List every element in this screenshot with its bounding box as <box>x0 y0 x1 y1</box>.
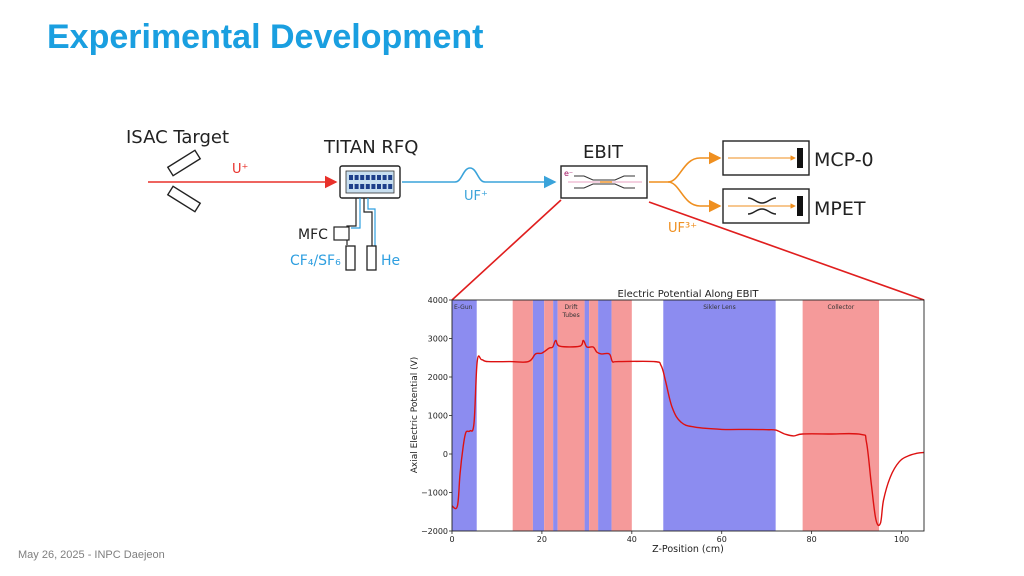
chart-x-tick-label: 20 <box>537 535 547 544</box>
chart-x-tick-label: 80 <box>807 535 817 544</box>
rfq-electrode <box>360 175 365 180</box>
rfq-electrode <box>365 184 370 189</box>
chart-y-tick-label: 1000 <box>428 412 448 421</box>
isac-target-icon <box>166 149 202 213</box>
chart-region-band <box>663 300 776 531</box>
mpet-label: MPET <box>814 198 866 220</box>
beam-u-label: U⁺ <box>232 162 248 177</box>
chart-region-band <box>611 300 632 531</box>
chart-region-band <box>802 300 880 531</box>
mfc-label: MFC <box>298 227 328 243</box>
rfq-electrode <box>354 184 359 189</box>
beam-uf3-label: UF³⁺ <box>668 221 697 236</box>
isac-target-label: ISAC Target <box>126 127 229 148</box>
slide-title: Experimental Development <box>47 18 484 56</box>
chart-region-band <box>512 300 533 531</box>
chart-region-band <box>598 300 612 531</box>
titan-rfq-icon <box>339 165 401 199</box>
rfq-electrode <box>371 175 376 180</box>
rfq-electrode <box>388 184 393 189</box>
chart-y-axis-label: Axial Electric Potential (V) <box>410 357 420 474</box>
rfq-electrode <box>349 175 353 180</box>
chart-region-band <box>553 300 558 531</box>
cf4-sf6-label: CF₄/SF₆ <box>290 253 341 269</box>
rfq-electrode <box>388 175 393 180</box>
chart-title: Electric Potential Along EBIT <box>617 289 759 300</box>
mcp0-label: MCP-0 <box>814 149 874 171</box>
beam-branch-mpet <box>667 181 722 213</box>
zoom-line-right <box>648 201 925 301</box>
cf4-sf6-bottle <box>345 245 356 271</box>
chart-region-band <box>452 300 477 531</box>
chart-x-tick-label: 100 <box>894 535 909 544</box>
chart-x-tick-label: 0 <box>449 535 454 544</box>
chart-y-tick-label: −1000 <box>421 489 448 498</box>
rfq-electrode <box>382 184 387 189</box>
chart-region-label: E-Gun <box>454 304 473 311</box>
chart-y-tick-label: −2000 <box>421 527 448 536</box>
he-label: He <box>381 253 400 269</box>
he-bottle <box>366 245 377 271</box>
rfq-electrode <box>377 175 381 180</box>
rfq-electrode <box>349 184 353 189</box>
chart-x-tick-label: 40 <box>627 535 637 544</box>
mcp0-detector-icon <box>722 140 810 176</box>
chart-y-tick-label: 0 <box>443 450 448 459</box>
chart-y-tick-label: 4000 <box>428 296 448 305</box>
slide-footer: May 26, 2025 - INPC Daejeon <box>18 549 165 561</box>
chart-region-label: Collector <box>827 304 854 311</box>
beam-uf-label: UF⁺ <box>464 189 488 204</box>
chart-region-label: Sikler Lens <box>703 304 736 311</box>
potential-curve <box>451 339 925 527</box>
zoom-line-left <box>451 199 562 301</box>
rfq-electrode <box>365 175 370 180</box>
chart-region-band <box>544 300 554 531</box>
chart-x-tick-label: 60 <box>717 535 727 544</box>
chart-region-band <box>532 300 545 531</box>
rfq-electrode <box>354 175 359 180</box>
mpet-trap-icon <box>722 188 810 224</box>
rfq-electrode <box>377 184 381 189</box>
chart-y-tick-label: 3000 <box>428 335 448 344</box>
chart-x-axis-label: Z-Position (cm) <box>652 544 724 555</box>
chart-region-band <box>584 300 590 531</box>
chart-y-tick-label: 2000 <box>428 373 448 382</box>
beam-branch-mcp0 <box>649 151 722 183</box>
gas-feed-lines <box>346 198 376 247</box>
beam-uf-line <box>402 167 557 189</box>
rfq-electrode <box>382 175 387 180</box>
rfq-electrode <box>371 184 376 189</box>
chart-region-band <box>589 300 599 531</box>
mfc-box <box>333 226 350 241</box>
titan-rfq-label: TITAN RFQ <box>323 137 418 158</box>
rfq-electrode <box>360 184 365 189</box>
ebit-icon <box>560 165 648 199</box>
chart-region-band <box>557 300 585 531</box>
ebit-label: EBIT <box>583 142 624 163</box>
electron-label: e⁻ <box>564 169 573 178</box>
